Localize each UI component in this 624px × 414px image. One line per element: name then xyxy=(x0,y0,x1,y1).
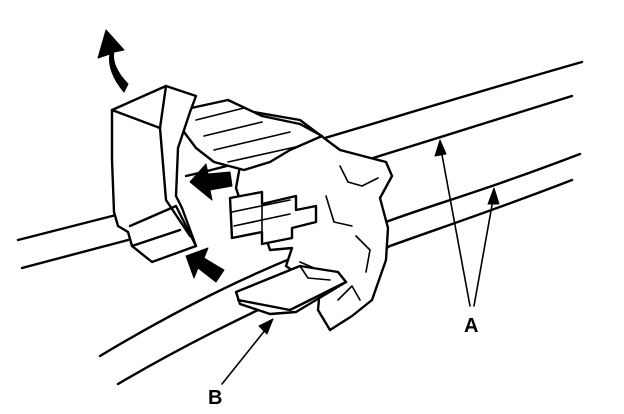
leader-a xyxy=(434,139,500,307)
callout-label-a: A xyxy=(464,315,478,337)
upper-latch-ridges xyxy=(180,98,324,172)
terminal-comb xyxy=(228,190,318,246)
release-tab-b xyxy=(234,264,348,316)
leader-b xyxy=(221,318,274,385)
callout-label-b: B xyxy=(208,387,222,409)
push-arrow-icon xyxy=(185,247,225,283)
push-arrow-icon xyxy=(189,163,233,201)
curved-up-arrow-icon xyxy=(97,29,129,93)
lock-cover xyxy=(110,84,198,264)
left-harness xyxy=(16,212,130,270)
